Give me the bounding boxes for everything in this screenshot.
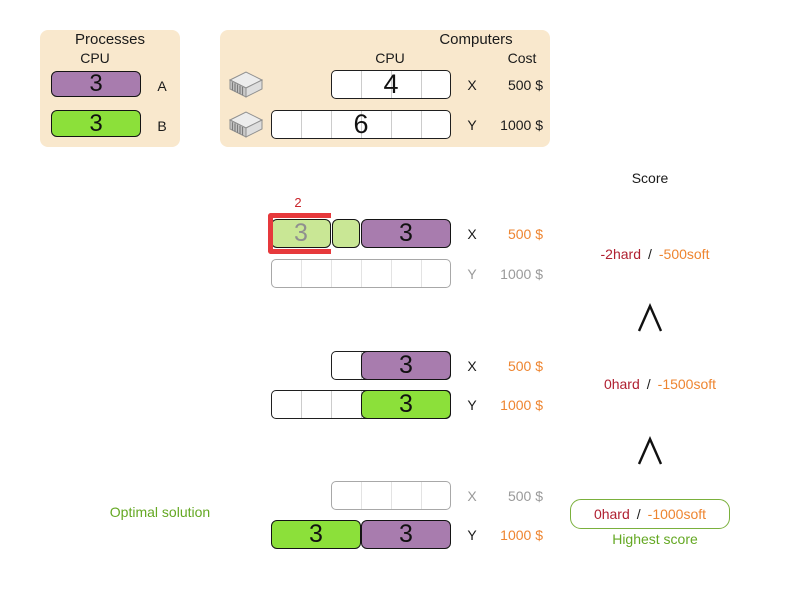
- solution1-process-b-inside-segment: [332, 219, 360, 248]
- solution1-computer-y-bar: [271, 259, 451, 288]
- processes-cpu-header: CPU: [80, 50, 110, 66]
- process-b-bar: 3: [51, 110, 141, 137]
- computer-icon: [228, 111, 264, 138]
- overload-red-bracket: [268, 213, 331, 254]
- solution3-hard-score: 0hard: [593, 506, 630, 522]
- solution2-x-label: X: [467, 358, 477, 374]
- solution2-hard-score: 0hard: [603, 376, 640, 392]
- solution3-process-b-segment: 3: [271, 520, 361, 549]
- solution2-score: 0hard / -1500soft: [570, 376, 750, 392]
- solution3-computer-y-bar: 3 3: [271, 520, 451, 549]
- highest-score-label: Highest score: [612, 531, 698, 547]
- computer-y-label: Y: [467, 117, 477, 133]
- solution1-hard-score: -2hard: [600, 246, 641, 262]
- solution2-process-a-segment: 3: [361, 351, 451, 380]
- better-than-caret-icon: [637, 303, 663, 332]
- computer-x-cost: 500 $: [507, 77, 543, 93]
- computers-panel-title: Computers: [439, 31, 513, 48]
- optimal-solution-label: Optimal solution: [109, 504, 211, 520]
- better-than-caret-icon: [637, 436, 663, 465]
- computers-cpu-header: CPU: [375, 50, 405, 66]
- process-a-label: A: [157, 78, 167, 94]
- solution3-computer-x-bar: [331, 481, 451, 510]
- solution2-y-cost: 1000 $: [500, 397, 543, 413]
- solution1-y-label: Y: [467, 266, 477, 282]
- solution3-y-label: Y: [467, 527, 477, 543]
- processes-panel-title: Processes: [74, 31, 146, 48]
- computer-x-capacity-value: 4: [383, 69, 399, 99]
- solution3-process-b-value: 3: [309, 520, 323, 548]
- solution1-process-b-value: 3: [294, 219, 308, 247]
- solution3-y-cost: 1000 $: [500, 527, 543, 543]
- solution3-score-box: 0hard / -1000soft: [570, 499, 730, 529]
- solution1-x-cost: 500 $: [507, 226, 543, 242]
- process-b-cpu-value: 3: [89, 109, 103, 137]
- solution2-process-b-value: 3: [399, 390, 413, 418]
- computer-x-capacity-bar: 4: [331, 69, 451, 99]
- process-a-bar: 3: [51, 70, 141, 97]
- solution2-process-a-value: 3: [399, 351, 413, 379]
- score-separator: /: [646, 376, 651, 392]
- computer-y-capacity-bar: 6: [271, 109, 451, 139]
- solution1-process-a-value: 3: [399, 219, 413, 247]
- computer-y-capacity-value: 6: [353, 109, 369, 139]
- solution1-y-cost: 1000 $: [500, 266, 543, 282]
- solution1-soft-score: -500soft: [658, 246, 710, 262]
- solution3-x-label: X: [467, 488, 477, 504]
- score-separator: /: [636, 506, 641, 522]
- solution3-process-a-value: 3: [399, 520, 413, 548]
- solution3-x-cost: 500 $: [507, 488, 543, 504]
- computer-icon: [228, 71, 264, 98]
- process-a-cpu-value: 3: [89, 70, 103, 97]
- solution1-computer-x-bar: 3 3: [268, 213, 451, 254]
- computer-x-label: X: [467, 77, 477, 93]
- solution2-process-b-segment: 3: [361, 390, 451, 419]
- computers-cost-header: Cost: [507, 50, 537, 66]
- process-b-label: B: [157, 118, 167, 134]
- solution1-score: -2hard / -500soft: [565, 246, 745, 262]
- solution2-soft-score: -1500soft: [657, 376, 717, 392]
- overload-amount-label: 2: [294, 195, 302, 210]
- score-separator: /: [647, 246, 652, 262]
- solution3-soft-score: -1000soft: [647, 506, 707, 522]
- solution1-process-b-overflow-segment: 3: [271, 219, 331, 248]
- solution3-process-a-segment: 3: [361, 520, 451, 549]
- solution2-x-cost: 500 $: [507, 358, 543, 374]
- score-header: Score: [631, 170, 669, 186]
- solution1-x-label: X: [467, 226, 477, 242]
- solution2-y-label: Y: [467, 397, 477, 413]
- solution1-process-a-segment: 3: [361, 219, 451, 248]
- computer-y-cost: 1000 $: [500, 117, 543, 133]
